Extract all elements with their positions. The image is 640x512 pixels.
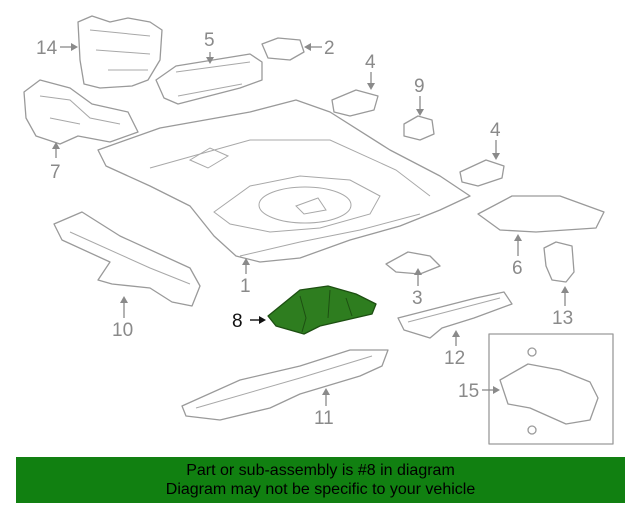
part-2-shape[interactable]: [261, 37, 305, 61]
part-8-shape[interactable]: [267, 285, 377, 335]
callout-3: 3: [412, 288, 423, 309]
banner-line-2: Diagram may not be specific to your vehi…: [165, 481, 476, 498]
info-banner: Part or sub-assembly is #8 in diagram Di…: [16, 457, 625, 503]
part-7-shape[interactable]: [23, 79, 139, 145]
callout-14: 14: [36, 38, 58, 59]
leader-lines: [52, 43, 569, 406]
callout-7: 7: [50, 162, 61, 183]
callout-15: 15: [458, 381, 479, 402]
part-10-shape[interactable]: [181, 349, 389, 421]
callout-13: 13: [552, 308, 573, 329]
part-12-shape[interactable]: [397, 291, 513, 339]
callout-1: 1: [240, 276, 251, 297]
callout-5: 5: [204, 30, 215, 51]
callout-8: 8: [232, 311, 243, 332]
callout-12: 12: [444, 348, 465, 369]
part-11-shape[interactable]: [53, 211, 201, 307]
part-9-shape[interactable]: [403, 115, 435, 141]
part-6-shape[interactable]: [477, 195, 605, 233]
part-14-shape[interactable]: [77, 15, 163, 89]
part-4a-shape[interactable]: [331, 89, 379, 117]
callout-10: 11: [314, 408, 334, 429]
callout-11: 10: [112, 320, 133, 341]
parts-diagram: 14 5 2 4 9 4 7 1 6 3 10 13 12 11 15 8: [23, 15, 614, 445]
part-4b-shape[interactable]: [459, 159, 505, 187]
banner-line-1: Part or sub-assembly is #8 in diagram: [186, 462, 455, 479]
part-3-shape[interactable]: [385, 251, 441, 275]
part-5-shape[interactable]: [155, 53, 263, 105]
callout-4a: 4: [365, 52, 376, 73]
callout-9: 9: [414, 76, 425, 97]
callout-2: 2: [324, 38, 335, 59]
callout-6: 6: [512, 258, 523, 279]
part-1-shape[interactable]: [97, 99, 471, 263]
part-13-shape[interactable]: [543, 241, 575, 283]
part-15-shape[interactable]: [499, 347, 599, 435]
callout-4b: 4: [490, 120, 501, 141]
